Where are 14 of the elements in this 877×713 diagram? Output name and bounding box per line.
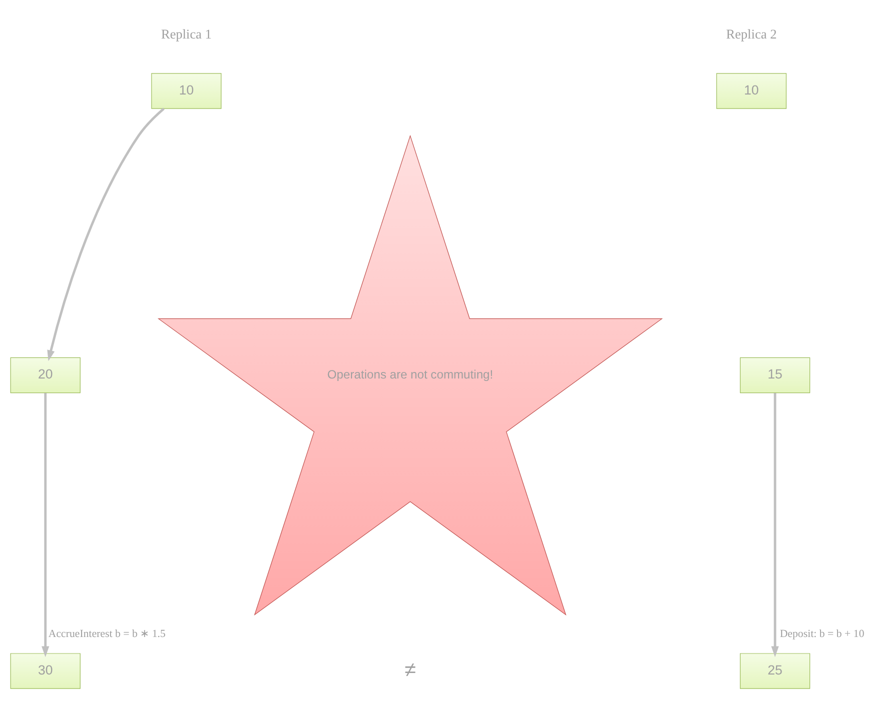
edge-label: Deposit: b = b + 10 [780, 628, 864, 640]
arrow [47, 108, 165, 362]
edge-label: AccrueInterest b = b ∗ 1.5 [48, 628, 166, 640]
label: Replica 2 [726, 26, 777, 42]
node-box: 30 [10, 653, 80, 689]
node-box: 25 [740, 653, 810, 689]
label: ≠ [404, 658, 416, 682]
arrow [42, 392, 50, 658]
node-box: 20 [10, 357, 80, 394]
node-box: 10 [716, 73, 787, 109]
arrow [771, 392, 779, 658]
node-box: 10 [151, 73, 222, 109]
label: Replica 1 [161, 26, 212, 42]
node-box: 15 [740, 357, 810, 394]
